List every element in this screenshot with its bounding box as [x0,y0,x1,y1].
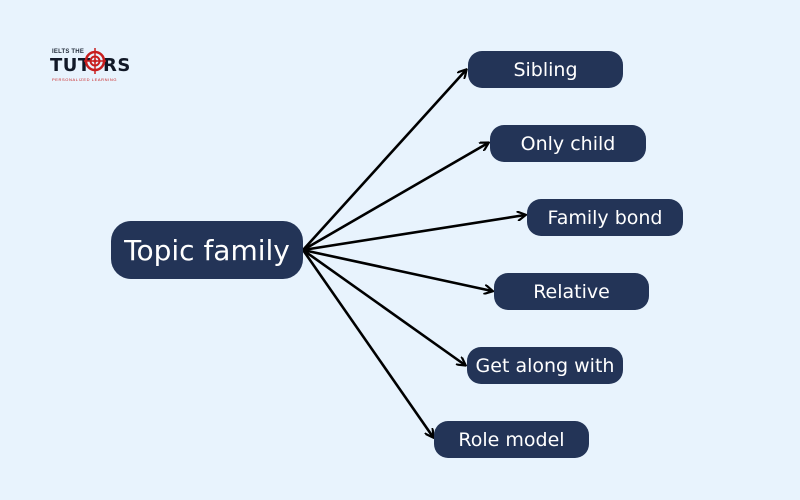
branch-node-family-bond: Family bond [527,199,683,236]
arrow-role-model [301,249,433,437]
logo-tagline: PERSONALIZED LEARNING [52,77,118,82]
logo-text-left: TUT [50,55,91,76]
center-topic-node: Topic family [111,221,303,279]
arrow-family-bond [302,215,525,252]
target-icon [84,48,106,74]
branch-node-only-child: Only child [490,125,646,162]
branch-node-role-model: Role model [434,421,589,458]
arrow-sibling [302,70,466,251]
branch-node-relative: Relative [494,273,649,310]
arrow-relative [302,248,492,291]
branch-node-sibling: Sibling [468,51,623,88]
brand-logo: IELTS THE TUT RS PERSONALIZED LEARNING [50,44,140,84]
arrow-only-child [302,143,488,252]
logo-text-right: RS [103,55,131,76]
branch-node-get-along-with: Get along with [467,347,623,384]
logo-small-text: IELTS THE [52,49,85,55]
arrow-get-along-with [302,248,465,365]
